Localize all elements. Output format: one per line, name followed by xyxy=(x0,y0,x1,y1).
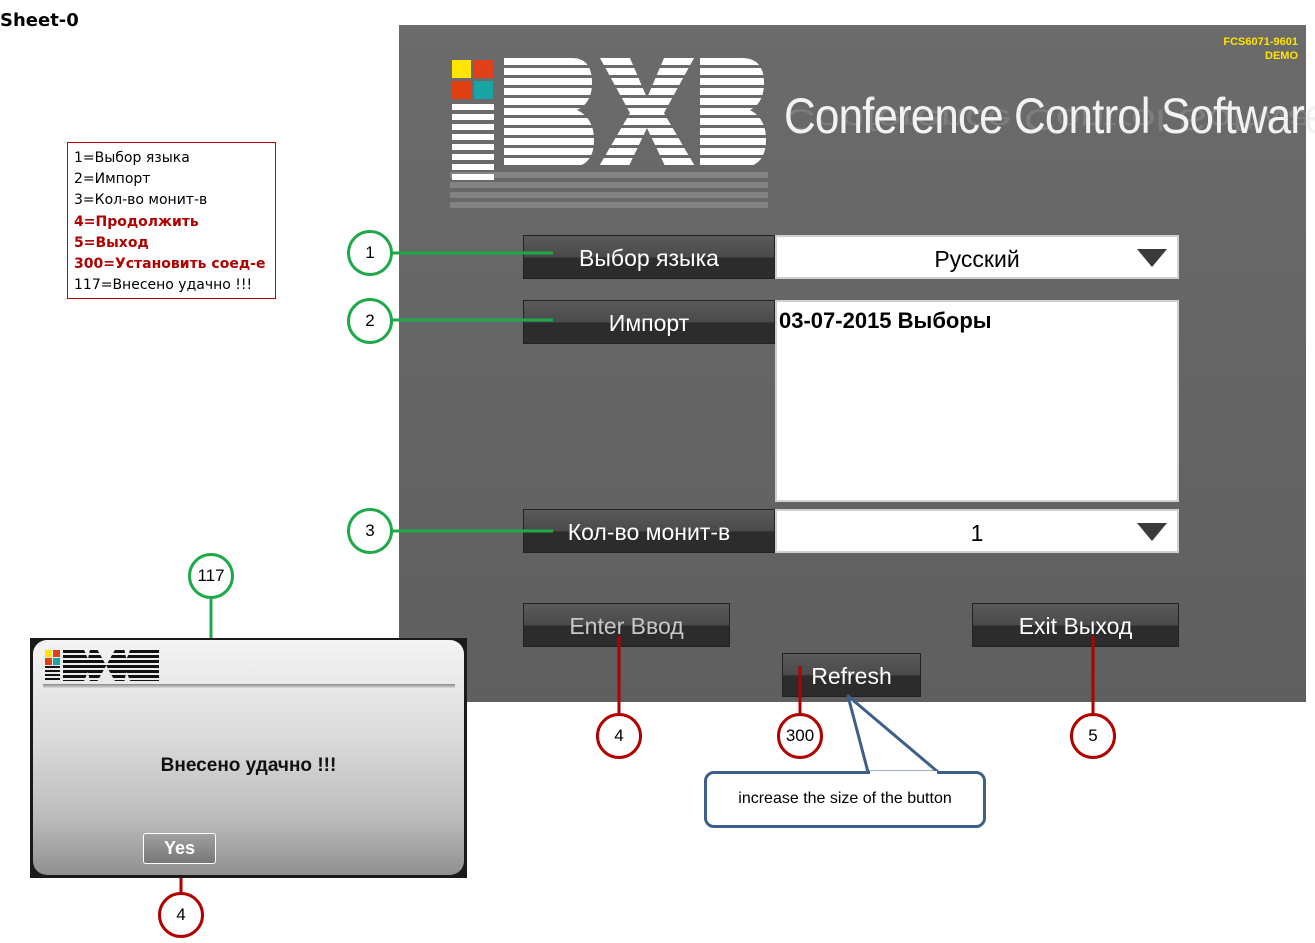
enter-button[interactable]: Enter Ввод xyxy=(523,603,730,647)
marker-4-yes: 4 xyxy=(158,892,204,938)
language-value: Русский xyxy=(934,246,1020,272)
marker-300: 300 xyxy=(777,713,823,759)
dialog-body: Внесено удачно !!! Yes xyxy=(33,640,464,875)
marker-4-enter: 4 xyxy=(596,713,642,759)
monitors-count-button[interactable]: Кол-во монит-в xyxy=(523,509,775,553)
logo-stripes-left xyxy=(452,104,494,184)
monitors-dropdown[interactable]: 1 xyxy=(775,509,1179,553)
import-list[interactable]: 03-07-2015 Выборы xyxy=(775,300,1179,502)
import-button[interactable]: Импорт xyxy=(523,300,775,344)
logo-square-teal xyxy=(474,81,493,99)
exit-label: Exit Выход xyxy=(1018,613,1133,639)
enter-label: Enter Ввод xyxy=(569,613,684,639)
import-list-item[interactable]: 03-07-2015 Выборы xyxy=(779,308,992,333)
app-window: FCS6071-9601 DEMO Conference Control Sof… xyxy=(399,25,1315,702)
language-select-label: Выбор языка xyxy=(579,245,719,271)
dialog-message: Внесено удачно !!! xyxy=(160,755,337,776)
monitors-count-label: Кол-во монит-в xyxy=(567,519,731,545)
legend-item: 1=Выбор языка xyxy=(74,150,190,166)
legend-item: 3=Кол-во монит-в xyxy=(74,192,208,209)
logo-letters xyxy=(504,58,766,168)
logo-square-red xyxy=(452,81,471,99)
app-title: Conference Control Software xyxy=(784,88,1315,144)
callout-note: increase the size of the button xyxy=(704,771,986,828)
chevron-down-icon xyxy=(1137,523,1167,541)
legend-item: 117=Внесено удачно !!! xyxy=(74,277,253,294)
exit-button[interactable]: Exit Выход xyxy=(972,603,1179,647)
refresh-button[interactable]: Refresh xyxy=(782,653,921,697)
callout-joint-cover xyxy=(870,771,937,775)
marker-2: 2 xyxy=(347,298,393,344)
callout-pointer xyxy=(846,694,940,774)
legend-box: 1=Выбор языка 2=Импорт 3=Кол-во монит-в … xyxy=(67,142,276,299)
dialog-logo xyxy=(45,650,161,682)
legend-item: 5=Выход xyxy=(74,234,149,251)
chevron-down-icon xyxy=(1137,249,1167,267)
logo-square-yellow xyxy=(452,60,471,78)
monitors-value: 1 xyxy=(970,520,984,546)
legend-item: 4=Продолжить xyxy=(74,213,199,230)
logo-square-orange xyxy=(474,60,493,78)
language-dropdown[interactable]: Русский xyxy=(775,235,1179,279)
bxb-logo xyxy=(450,58,768,180)
yes-button[interactable]: Yes xyxy=(143,833,216,864)
demo-label: DEMO xyxy=(1265,50,1298,62)
legend-item: 2=Импорт xyxy=(74,171,151,188)
marker-117: 117 xyxy=(188,553,234,599)
callout-text: increase the size of the button xyxy=(738,790,952,807)
marker-3: 3 xyxy=(347,508,393,554)
serial-number: FCS6071-9601 xyxy=(1223,36,1298,48)
legend-item: 300=Установить соед-е xyxy=(74,256,266,273)
marker-1: 1 xyxy=(347,230,393,276)
import-label: Импорт xyxy=(608,310,690,336)
marker-5: 5 xyxy=(1070,713,1116,759)
license-info: FCS6071-9601 DEMO xyxy=(1223,35,1298,63)
refresh-label: Refresh xyxy=(811,663,892,689)
dialog-separator xyxy=(43,684,455,688)
sheet-title: Sheet-0 xyxy=(0,10,79,31)
success-dialog: Внесено удачно !!! Yes xyxy=(30,638,467,878)
language-select-button[interactable]: Выбор языка xyxy=(523,235,775,279)
